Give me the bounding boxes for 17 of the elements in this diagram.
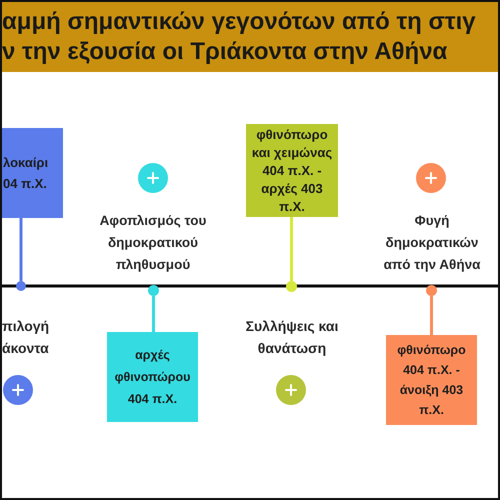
event-label: Συλλήψεις και θανάτωση <box>244 317 340 358</box>
timeline-dot <box>148 285 159 296</box>
event-label: πιλογή άκοντα <box>2 317 50 358</box>
connector-line <box>430 296 433 335</box>
connector-line <box>20 218 22 281</box>
connector-line <box>290 217 293 281</box>
event-label: Φυγή δημοκρατικών από την Αθήνα <box>382 212 482 274</box>
title-text: αμμή σημαντικών γεγονότων από τη στιγ ν την εξουσία οι Τριάκοντα στην Αθήνα <box>2 7 477 67</box>
connector-line <box>152 296 155 332</box>
date-box: λοκαίρι 04 π.Χ. <box>2 128 63 218</box>
timeline-dot <box>286 281 297 292</box>
date-box: αρχές φθινοπώρου 404 π.Χ. <box>107 332 198 422</box>
date-box: φθινόπωρο και χειμώνας 404 π.Χ. - αρχές 403 π.Χ. <box>246 124 338 217</box>
date-box: φθινόπωρο 404 π.Χ. - άνοιξη 403 π.Χ. <box>386 335 477 425</box>
timeline-dot <box>426 285 437 296</box>
event-label: Αφοπλισμός του δημοκρατικού πληθυσμού <box>98 212 208 274</box>
timeline-dot <box>16 281 26 291</box>
